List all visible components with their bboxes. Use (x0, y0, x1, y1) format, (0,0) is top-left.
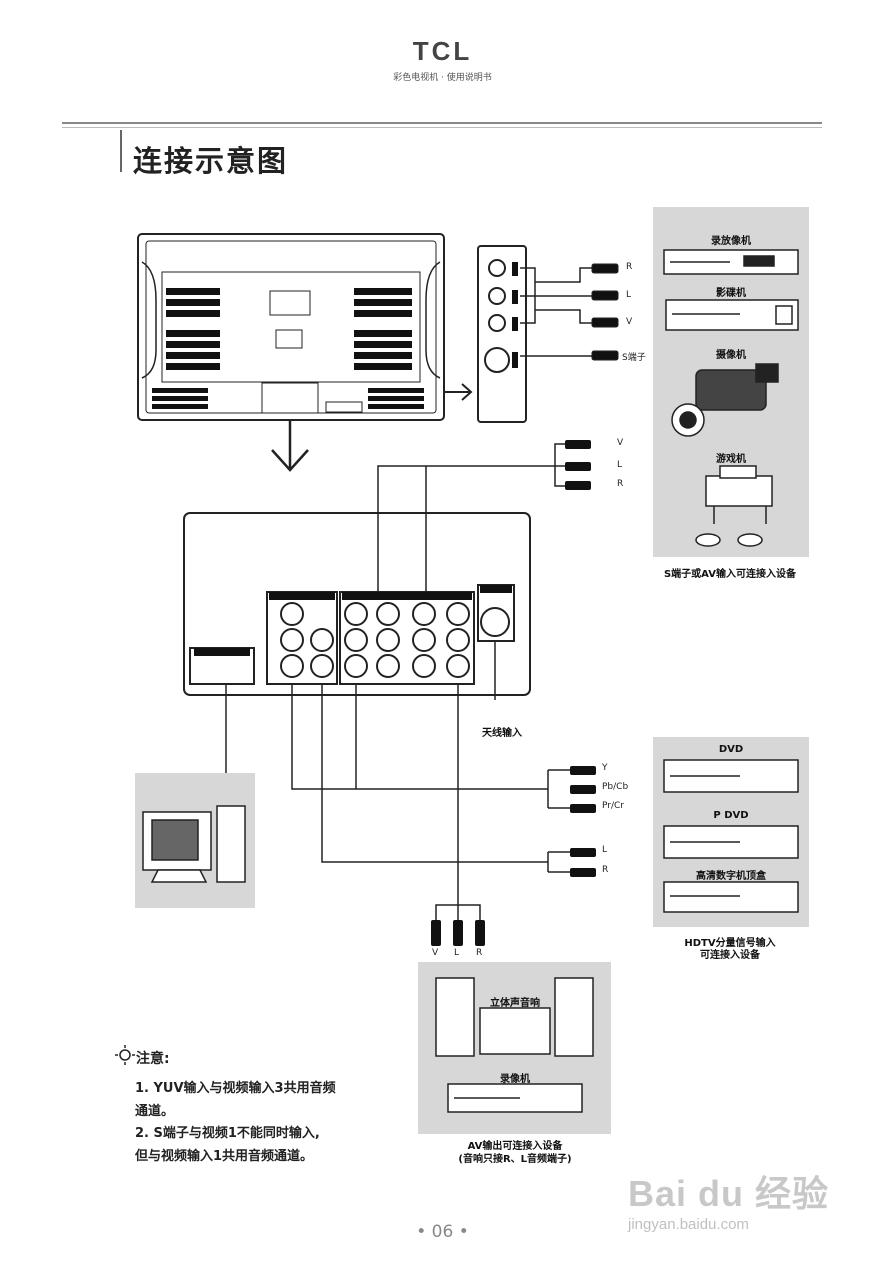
mid-label-l: L (617, 460, 623, 470)
tv-vents (152, 288, 424, 409)
disc-player-illustration (665, 299, 799, 331)
mid-label-v: V (617, 438, 624, 448)
pdvd-illustration (663, 825, 799, 859)
yuv-cables (225, 640, 570, 905)
side-plugs (591, 263, 619, 361)
watermark-logo: Bai du 经验 (628, 1173, 830, 1214)
mid-label-r: R (617, 479, 624, 489)
device-pdvd-label: P DVD (713, 810, 749, 821)
bottom-plug-v: V (432, 948, 439, 958)
mid-plugs (565, 440, 591, 490)
brand-logo: TCL (412, 36, 473, 66)
stereo-illustration (435, 977, 594, 1057)
side-cables (520, 267, 592, 357)
device-game-console-label: 游戏机 (716, 454, 746, 465)
side-label-r: R (626, 262, 633, 272)
bottom-plug-r: R (476, 948, 483, 958)
header-subtitle: 彩色电视机 · 使用说明书 (393, 73, 492, 83)
note-sun-icon (115, 1045, 135, 1065)
yuv-plugs (570, 766, 596, 877)
header-rule-thin (62, 127, 822, 128)
arrow-down (271, 420, 309, 472)
panel-right-caption-1: HDTV分量信号输入 (684, 938, 776, 949)
panel-bottom-caption-2: (音响只接R、L音频端子) (458, 1154, 572, 1165)
panel-bottom-caption-1: AV输出可连接入设备 (467, 1141, 563, 1152)
page-number: • 06 • (416, 1222, 469, 1242)
device-vcr-label: 录放像机 (711, 236, 751, 247)
device-camcorder-label: 摄像机 (716, 350, 746, 361)
jack-header-bars (194, 585, 512, 656)
device-stereo-label: 立体声音响 (490, 998, 540, 1009)
notes-title: 注意: (136, 1051, 170, 1067)
rear-jacks (280, 602, 510, 678)
side-input-panel (477, 245, 527, 423)
vcr-illustration (663, 249, 799, 275)
note-line-1: 1. YUV输入与视频输入3共用音频 (135, 1081, 336, 1096)
bottom-plug-l: L (454, 948, 460, 958)
panel-right-caption-2: 可连接入设备 (700, 950, 760, 961)
device-recorder-label: 录像机 (500, 1074, 530, 1085)
device-dvd-label: DVD (718, 744, 744, 755)
camcorder-illustration (671, 363, 779, 437)
bottom-cables (435, 904, 481, 920)
page-title: 连接示意图 (133, 144, 289, 178)
recorder-illustration (447, 1083, 583, 1113)
yuv-label-pb: Pb/Cb (602, 782, 629, 792)
side-label-s: S端子 (622, 353, 646, 363)
game-console-illustration (695, 465, 773, 547)
side-jack-labels (512, 262, 518, 368)
bottom-plugs (431, 920, 485, 946)
settop-box-illustration (663, 881, 799, 913)
device-settop-label: 高清数字机顶盒 (696, 871, 766, 882)
side-label-v: V (626, 317, 633, 327)
header-rule (62, 122, 822, 124)
computer-illustration (142, 805, 246, 883)
arrow-right (445, 383, 473, 401)
panel-top-caption: S端子或AV输入可连接入设备 (663, 569, 796, 580)
note-line-4: 但与视频输入1共用音频通道。 (135, 1149, 314, 1164)
dvd-illustration (663, 759, 799, 793)
yuv-label-l: L (602, 845, 608, 855)
antenna-input-label: 天线输入 (482, 728, 522, 739)
device-disc-player-label: 影碟机 (716, 288, 746, 299)
yuv-label-r: R (602, 865, 609, 875)
note-line-2: 通道。 (135, 1104, 175, 1119)
yuv-label-pr: Pr/Cr (602, 801, 624, 811)
mid-cables (377, 443, 565, 600)
note-line-3: 2. S端子与视频1不能同时输入, (135, 1126, 320, 1141)
title-bar (120, 130, 122, 172)
yuv-label-y: Y (602, 763, 608, 773)
watermark-url: jingyan.baidu.com (628, 1216, 749, 1233)
side-label-l: L (626, 290, 632, 300)
